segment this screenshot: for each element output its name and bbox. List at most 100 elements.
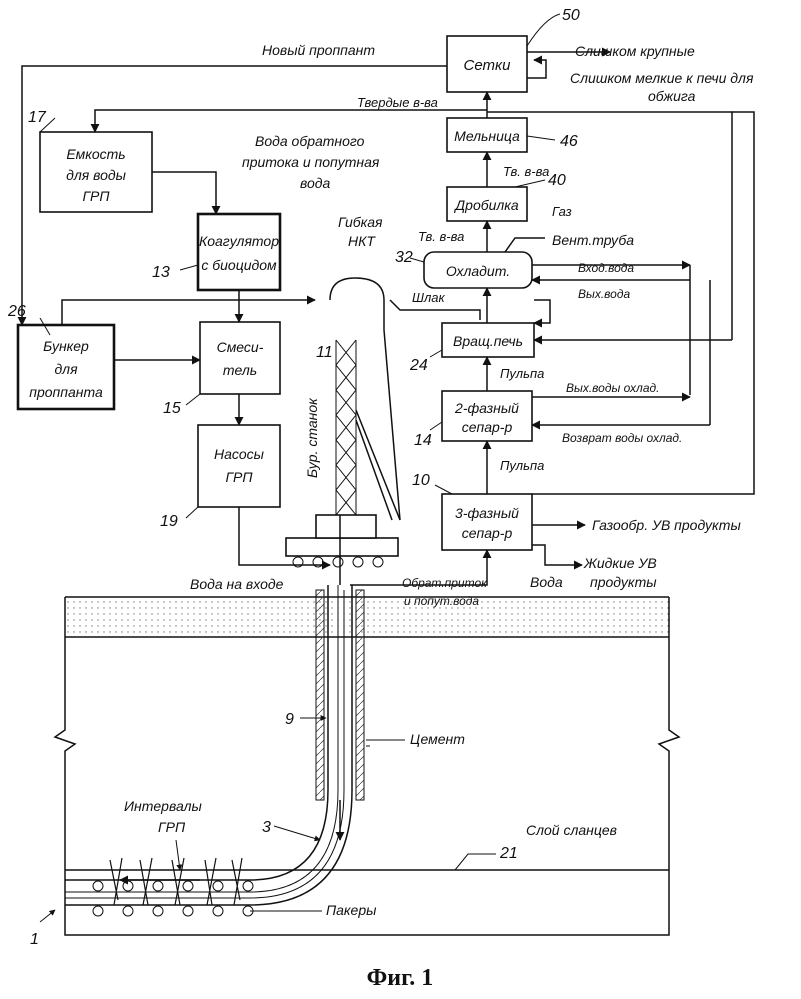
ref-11: 11 — [316, 344, 333, 361]
coiled-tubing-line2: НКТ — [348, 233, 376, 249]
screens-label: Сетки — [464, 57, 512, 74]
solids-short-label-2: Тв. в-ва — [418, 229, 464, 244]
ref-13-leader — [180, 265, 198, 270]
inlet-water-label: Вода на входе — [190, 576, 284, 592]
ref-10-leader — [435, 485, 452, 494]
cooling-return-label: Возврат воды охлад. — [562, 431, 682, 445]
water-in-label: Вход.вода — [578, 261, 634, 275]
rig-label: Бур. станок — [304, 397, 320, 478]
cooling-out-label: Вых.воды охлад. — [566, 381, 659, 395]
three-phase-separator-line2: сепар-р — [462, 525, 513, 541]
ref-21: 21 — [499, 845, 518, 862]
ref-19-leader — [186, 507, 198, 518]
two-phase-separator-line2: сепар-р — [462, 419, 513, 435]
ref-24: 24 — [409, 357, 428, 374]
crusher-label: Дробилка — [453, 197, 519, 213]
formation-outline — [55, 597, 679, 935]
packers-label: Пакеры — [326, 902, 377, 918]
slag-label: Шлак — [412, 290, 446, 305]
screens-recycle-loop — [527, 60, 546, 78]
three-phase-separator-box — [442, 494, 532, 550]
frac-intervals-leader — [176, 840, 180, 870]
ref-21-leader — [455, 854, 496, 870]
ref-3: 3 — [262, 819, 271, 836]
proppant-bunker-line1: Бункер — [43, 338, 89, 354]
ref-40: 40 — [548, 172, 566, 189]
ref-46: 46 — [560, 133, 578, 150]
tank-to-coagulator — [152, 172, 216, 214]
frac-water-tank-line2: для воды — [66, 167, 127, 183]
too-fine-line2: обжига — [648, 88, 696, 104]
mixer-line1: Смеси- — [217, 339, 264, 355]
kiln-label: Вращ.печь — [453, 333, 523, 349]
ref-32: 32 — [395, 249, 413, 266]
mixer-line2: тель — [223, 362, 257, 378]
solids-return-line — [95, 110, 487, 132]
solids-short-label-1: Тв. в-ва — [503, 164, 549, 179]
liquid-hc-line1: Жидкие УВ — [583, 555, 657, 571]
pulp-label-2: Пульпа — [500, 458, 544, 473]
ref-3-leader — [274, 826, 320, 840]
water-out-label: Вых.вода — [578, 287, 630, 301]
ref-13: 13 — [152, 264, 170, 281]
flowback-line2: притока и попутная — [242, 154, 380, 170]
coiled-tubing-line1: Гибкая — [338, 214, 383, 230]
solids-label: Твердые в-ва — [357, 95, 438, 110]
coagulator-box — [198, 214, 280, 290]
ref-1: 1 — [30, 931, 39, 948]
ref-10: 10 — [412, 472, 430, 489]
coagulator-line2: с биоцидом — [201, 257, 277, 273]
ref-14-leader — [430, 422, 442, 430]
cooler-label: Охладит. — [446, 263, 510, 279]
shale-label: Слой сланцев — [526, 822, 617, 838]
three-phase-separator-line1: 3-фазный — [455, 505, 519, 521]
too-coarse-label: Слишком крупные — [575, 43, 695, 59]
two-phase-separator-line1: 2-фазный — [454, 400, 519, 416]
ref-15: 15 — [163, 400, 181, 417]
ref-17: 17 — [28, 109, 47, 126]
cement-leader — [366, 740, 405, 746]
ref-40-leader — [515, 180, 545, 187]
ref-14: 14 — [414, 432, 432, 449]
ground-surface-layer — [65, 597, 669, 637]
flowback-line3: вода — [300, 175, 331, 191]
ref-15-leader — [186, 394, 200, 405]
figure-caption: Фиг. 1 — [367, 965, 434, 991]
frac-intervals-line1: Интервалы — [124, 798, 202, 814]
flowback-line1: Вода обратного — [255, 133, 365, 149]
ref-26: 26 — [7, 303, 26, 320]
ref-50-leader — [527, 14, 560, 46]
proppant-bunker-line2: для — [54, 361, 78, 377]
frac-pumps-box — [198, 425, 280, 507]
too-fine-line1: Слишком мелкие к печи для — [570, 70, 754, 86]
new-proppant-label: Новый проппант — [262, 42, 375, 58]
pulp-label-1: Пульпа — [500, 366, 544, 381]
vent-line — [505, 238, 545, 252]
ref-24-leader — [430, 350, 442, 357]
vent-label: Вент.труба — [552, 232, 634, 248]
coagulator-line1: Коагулятор — [199, 233, 279, 249]
proppant-bunker-line3: проппанта — [29, 384, 103, 400]
liquid-hc-out — [532, 545, 582, 565]
ref-1-leader — [40, 910, 55, 922]
flowback-short-line2: и попут.вода — [404, 594, 479, 608]
ref-19: 19 — [160, 513, 178, 530]
ref-50: 50 — [562, 7, 580, 24]
frac-water-tank-line1: Емкость — [66, 146, 125, 162]
frac-pumps-line2: ГРП — [225, 469, 253, 485]
slag-loop — [534, 300, 550, 323]
mill-label: Мельница — [454, 128, 520, 144]
frac-pumps-line1: Насосы — [214, 446, 265, 462]
flowback-short-line1: Обрат.приток — [402, 576, 488, 590]
gas-hc-label: Газообр. УВ продукты — [592, 517, 741, 533]
liquid-hc-line2: продукты — [590, 574, 657, 590]
cement-label: Цемент — [410, 731, 465, 747]
frac-intervals-line2: ГРП — [158, 819, 186, 835]
gas-label: Газ — [552, 204, 572, 219]
ref-46-leader — [527, 136, 555, 140]
ref-9: 9 — [285, 711, 294, 728]
frac-water-tank-line3: ГРП — [82, 188, 110, 204]
water-label: Вода — [530, 574, 563, 590]
mixer-box — [200, 322, 280, 394]
